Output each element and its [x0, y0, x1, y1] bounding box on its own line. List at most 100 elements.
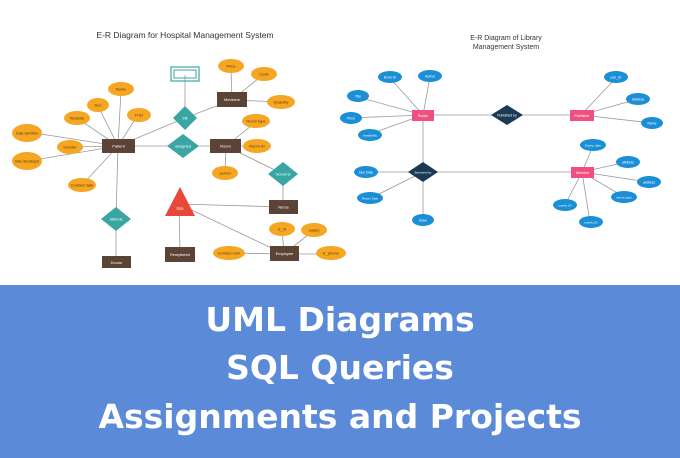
attr-website	[64, 111, 90, 125]
library-title-line2: Management System	[473, 44, 539, 51]
lib-attr-address	[626, 93, 650, 105]
hospital-entities: Patient Medicine Room Nurse Receptionist…	[102, 92, 299, 268]
lib-attr-title-label: Title	[355, 94, 361, 98]
lib-attr-memb-id	[553, 199, 577, 211]
attr-code-label: Code	[259, 72, 269, 77]
lib-attr-due-date-label: Due Date	[359, 170, 373, 174]
lib-attr-address2	[637, 176, 661, 188]
attr-quantity-label: Quantity	[274, 100, 289, 105]
entity-books-label: Books	[418, 114, 428, 118]
attr-name	[108, 82, 134, 96]
lib-attr-memb-id2	[579, 216, 603, 228]
lib-attr-issue	[412, 214, 434, 226]
lib-attr-address2-label: address	[643, 180, 655, 184]
rel-assigned-label: assigned	[175, 144, 191, 149]
lib-attr-price-label: Price	[347, 116, 355, 120]
banner-line-sql: SQL Queries	[226, 348, 454, 387]
lib-attr-author	[418, 70, 442, 82]
attr-quantity	[267, 95, 295, 109]
attr-room-type-label: Room type	[246, 119, 266, 124]
library-entities: Books Publisher Member	[412, 110, 594, 178]
attr-sex	[87, 98, 109, 112]
lib-attr-memb-type	[611, 191, 637, 203]
weak-entity-inner	[173, 69, 197, 79]
attr-period-label: period	[219, 171, 230, 176]
entity-patient-label: Patient	[112, 144, 125, 149]
rel-attends	[101, 207, 131, 231]
lib-attr-expiry-date-label: Expiry_date	[585, 143, 601, 147]
isa-triangle	[165, 187, 195, 216]
attr-e-phone	[316, 246, 346, 260]
entity-room-label: Room	[220, 144, 231, 149]
attr-period	[212, 166, 238, 180]
attr-website-label: Website	[70, 116, 85, 121]
attr-salary-label: salary	[309, 228, 320, 233]
lib-attr-pub-name-label: Name	[647, 121, 656, 125]
attr-room-type	[242, 114, 270, 128]
library-attributes: Book ID Author Title Price Availability …	[340, 70, 663, 228]
lib-attr-pub-id-label: pub_ID	[611, 75, 622, 79]
entity-employee-label: Employee	[276, 251, 295, 256]
attr-contact-num-label: Contact num	[218, 251, 241, 256]
rel-published-by-label: Published by	[497, 113, 517, 117]
attr-pid-label: P-ID	[135, 113, 143, 118]
attr-e-phone-label: E_phone	[323, 251, 340, 256]
isa-label: ISA	[176, 206, 183, 211]
entity-nurse-label: Nurse	[278, 205, 289, 210]
lib-attr-memb-type-label: memb_type	[616, 195, 632, 199]
library-title-line1: E-R Diagram of Library	[470, 35, 542, 42]
entity-employee	[270, 246, 299, 261]
attr-room-id	[243, 139, 271, 153]
lib-attr-availability-label: Availability	[363, 133, 378, 137]
entity-receptionist	[165, 247, 195, 262]
attr-date-admitted-label: Date admitted	[16, 132, 38, 136]
rel-bill	[173, 106, 197, 130]
hospital-attributes: Name Sex P-ID Website Date admitted Gend…	[12, 59, 346, 260]
attr-code	[251, 67, 277, 81]
banner: UML Diagrams SQL Queries Assignments and…	[0, 285, 680, 458]
attr-pid	[127, 108, 151, 122]
rel-borrowed-by	[408, 162, 438, 182]
entity-nurse	[269, 200, 298, 214]
lib-attr-issue-label: Issue	[419, 218, 427, 222]
entity-publisher-label: Publisher	[575, 114, 591, 118]
lib-attr-title	[347, 90, 369, 102]
lib-attr-pub-id	[604, 71, 628, 83]
lib-attr-attribute	[616, 156, 640, 168]
hospital-title: E-R Diagram for Hospital Management Syst…	[96, 30, 273, 40]
attr-date-discharged	[12, 152, 42, 170]
attr-price-label: Price	[226, 64, 236, 69]
lib-attr-expiry-date	[580, 139, 606, 151]
attr-contact-date-label: Contact date	[71, 183, 94, 188]
banner-line-assignments: Assignments and Projects	[98, 397, 582, 436]
lib-attr-pub-name	[641, 117, 663, 129]
entity-publisher	[570, 110, 594, 121]
attr-sex-label: Sex	[95, 103, 102, 108]
attr-date-discharged-label: Date discharged	[15, 160, 39, 164]
er-diagrams: E-R Diagram for Hospital Management Syst…	[12, 30, 663, 268]
rel-assigned	[167, 134, 199, 158]
diagram-area: E-R Diagram for Hospital Management Syst…	[12, 30, 663, 268]
attr-price	[218, 59, 244, 73]
attr-room-id-label: Room ID	[249, 144, 265, 149]
entity-doctor	[102, 256, 131, 268]
attr-contact-num	[213, 246, 245, 260]
lib-attr-return-date	[357, 192, 383, 204]
lib-attr-address-label: Address	[632, 97, 645, 101]
attr-gender	[57, 140, 83, 154]
rel-governs	[268, 162, 298, 186]
attr-name-label: Name	[116, 87, 127, 92]
entity-medicine	[217, 92, 247, 107]
rel-borrowed-by-label: Borrowed by	[415, 170, 432, 174]
lib-attr-attribute-label: attribute	[622, 160, 634, 164]
lib-attr-return-date-label: Return Date	[362, 196, 379, 200]
lib-attr-memb-id-label: memb_ID	[558, 203, 572, 207]
attr-contact-date	[68, 178, 96, 192]
attr-date-admitted	[12, 124, 42, 142]
library-relations: Published by Borrowed by	[408, 105, 523, 182]
entity-room	[210, 139, 241, 153]
entity-member-label: Member	[576, 171, 590, 175]
entity-books	[412, 110, 434, 121]
entity-doctor-label: Doctor	[111, 260, 123, 265]
attr-e-id-label: E_id	[278, 227, 286, 232]
